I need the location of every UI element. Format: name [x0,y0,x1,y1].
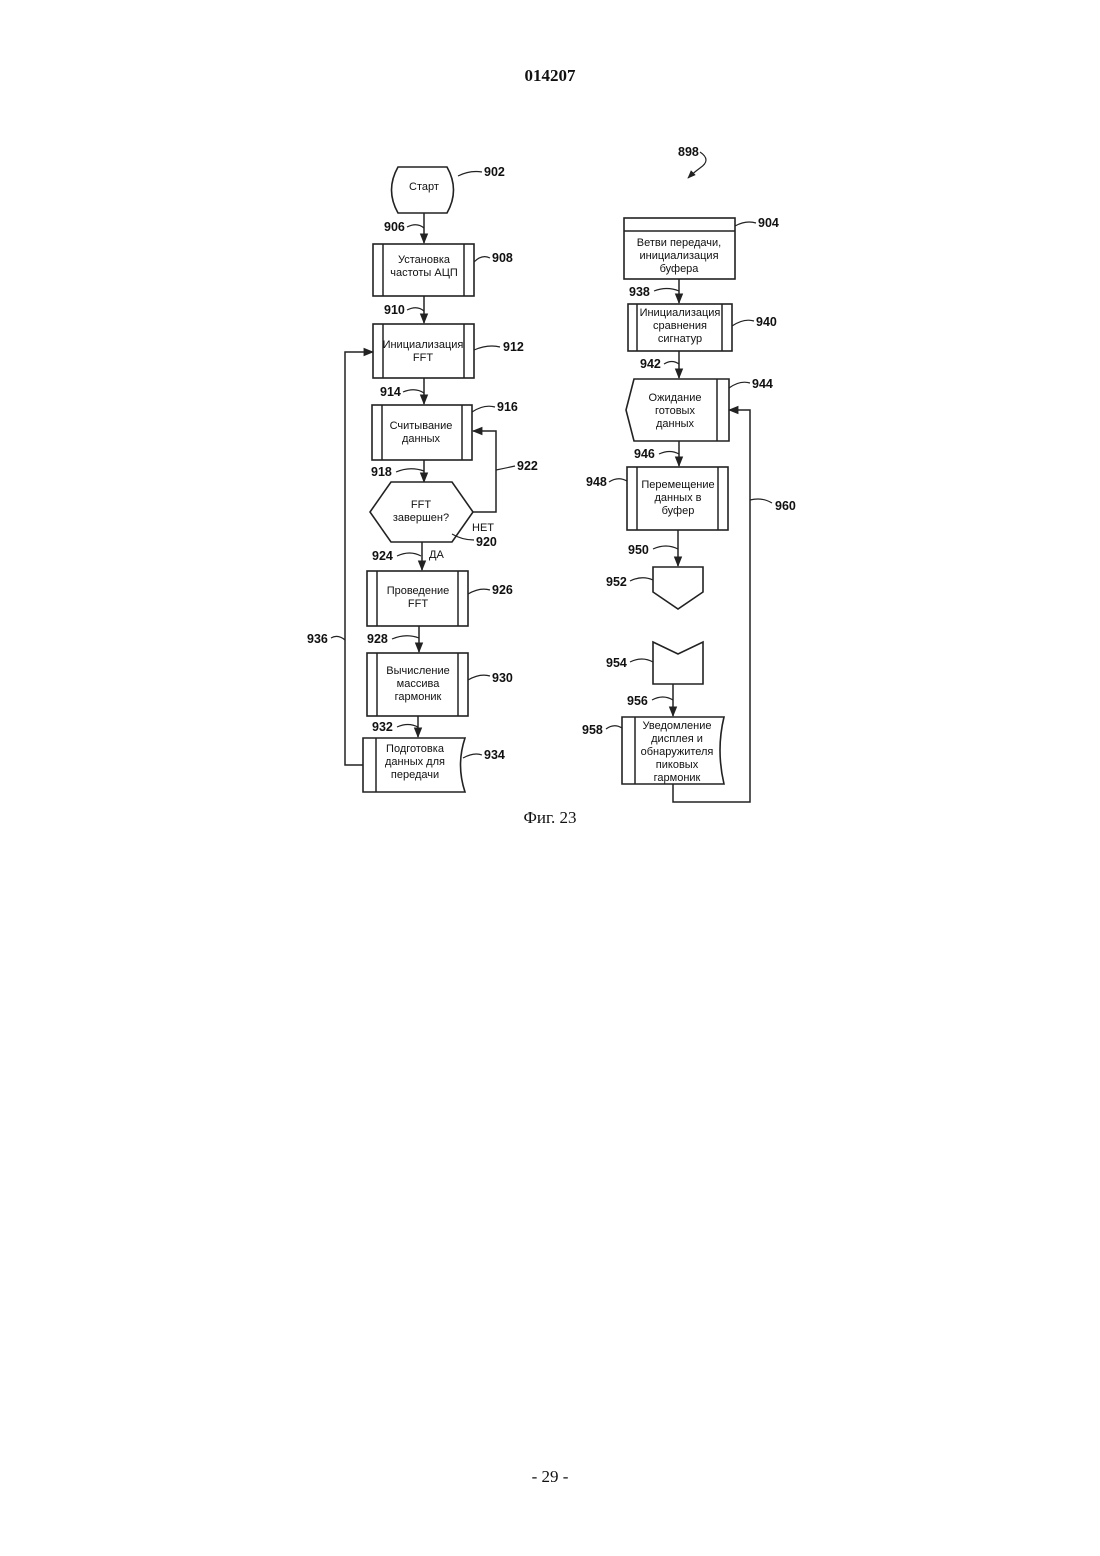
ref-954: 954 [606,656,627,670]
ref-960: 960 [775,499,796,513]
ref-934: 934 [484,748,505,762]
ref-918: 918 [371,465,392,479]
ref-958: 958 [582,723,603,737]
sig-line-2: сравнения [653,320,707,332]
wait-line-2: готовых [655,405,695,417]
notify-line-3: обнаружителя [641,746,714,758]
ref-910: 910 [384,303,405,317]
label-no: НЕТ [472,522,494,534]
ref-938: 938 [629,285,650,299]
notify-line-2: дисплея и [651,733,703,745]
prepare-data-io: Подготовка данных для передачи [363,738,465,792]
ref-948: 948 [586,475,607,489]
signature-init-process: Инициализация сравнения сигнатур [628,304,732,351]
ref-912: 912 [503,340,524,354]
ref-924: 924 [372,549,393,563]
offpage-connector-in [653,642,703,684]
fft-init-line-2: FFT [413,352,433,364]
harmonics-array-process: Вычисление массива гармоник [367,653,468,716]
notify-display-detector-io: Уведомление дисплея и обнаружителя пиков… [622,717,724,784]
run-fft-line-1: Проведение [387,585,450,597]
ref-922: 922 [517,459,538,473]
ref-932: 932 [372,720,393,734]
wait-data-io: Ожидание готовых данных [626,379,729,441]
run-fft-process: Проведение FFT [367,571,468,626]
ref-942: 942 [640,357,661,371]
read-line-2: данных [402,433,441,445]
ref-920: 920 [476,535,497,549]
wait-line-1: Ожидание [649,392,702,404]
move-line-3: буфер [662,505,695,517]
ref-936: 936 [307,632,328,646]
run-fft-line-2: FFT [408,598,428,610]
ref-908: 908 [492,251,513,265]
ref-902: 902 [484,165,505,179]
notify-line-1: Уведомление [643,720,712,732]
adc-line-2: частоты АЦП [390,267,458,279]
arrow-922-no-loop [473,431,496,512]
figure-ref-898: 898 [678,145,699,159]
ref-940: 940 [756,315,777,329]
harmonics-line-1: Вычисление [386,665,450,677]
ref-914: 914 [380,385,401,399]
read-data-process: Считывание данных [372,405,472,460]
ref-930: 930 [492,671,513,685]
decision-line-1: FFT [411,499,431,511]
start-label: Старт [409,181,439,193]
wait-line-3: данных [656,418,695,430]
adc-setup-process: Установка частоты АЦП [373,244,474,296]
ref-944: 944 [752,377,773,391]
ref-956: 956 [627,694,648,708]
move-line-2: данных в [655,492,702,504]
harmonics-line-2: массива [397,678,441,690]
ref-904: 904 [758,216,779,230]
ref-906: 906 [384,220,405,234]
branch-init-process: Ветви передачи, инициализация буфера [624,218,735,279]
prepare-line-3: передачи [391,769,439,781]
branch-line-1: Ветви передачи, [637,237,721,249]
ref-928: 928 [367,632,388,646]
decision-line-2: завершен? [393,512,449,524]
fft-complete-decision: FFT завершен? [370,482,473,542]
ref-950: 950 [628,543,649,557]
ref-946: 946 [634,447,655,461]
page-number: - 29 - [0,1467,1100,1487]
notify-line-4: пиковых [656,759,699,771]
branch-line-2: инициализация [639,250,718,262]
move-data-process: Перемещение данных в буфер [627,467,728,530]
sig-line-1: Инициализация [640,307,721,319]
ref-926: 926 [492,583,513,597]
branch-line-3: буфера [660,263,700,275]
ref-916: 916 [497,400,518,414]
prepare-line-2: данных для [385,756,445,768]
harmonics-line-3: гармоник [395,691,442,703]
move-line-1: Перемещение [641,479,714,491]
read-line-1: Считывание [390,420,453,432]
label-yes: ДА [429,549,444,561]
ref-952: 952 [606,575,627,589]
adc-line-1: Установка [398,254,451,266]
notify-line-5: гармоник [654,772,701,784]
figure-caption: Фиг. 23 [0,808,1100,828]
fft-init-process: Инициализация FFT [373,324,474,378]
fft-init-line-1: Инициализация [383,339,464,351]
offpage-connector-out [653,567,703,609]
prepare-line-1: Подготовка [386,743,445,755]
start-terminal: Старт [392,167,454,213]
sig-line-3: сигнатур [658,333,702,345]
